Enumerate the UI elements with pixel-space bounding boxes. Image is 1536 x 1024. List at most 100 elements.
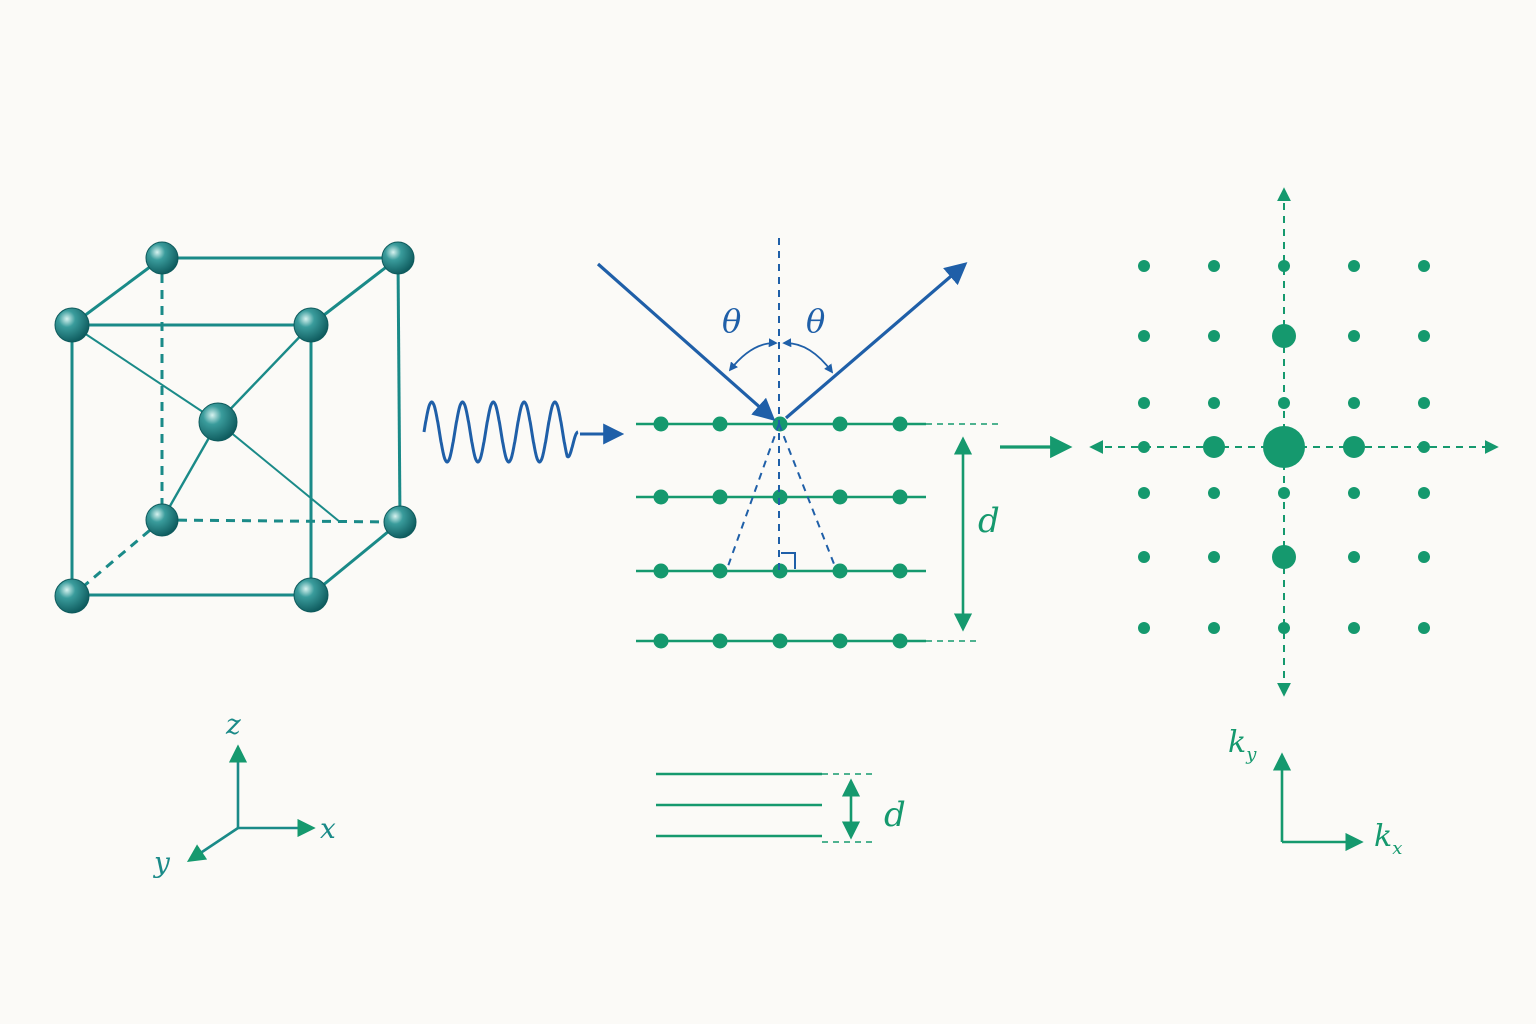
lattice-point: [832, 563, 848, 579]
lattice-point: [653, 563, 669, 579]
diffraction-spot: [1138, 397, 1150, 409]
axis-y-label: y: [152, 846, 171, 879]
lattice-point: [772, 563, 788, 579]
atom: [293, 577, 329, 613]
axis-z-label: z: [225, 708, 241, 741]
lattice-point: [653, 416, 669, 432]
theta-arc-left: [728, 338, 778, 372]
kx-label-sub: x: [1392, 838, 1402, 859]
diffraction-spot: [1138, 551, 1150, 563]
theta-arc-right: [782, 338, 834, 374]
atom: [54, 578, 90, 614]
axis-x-label: x: [320, 812, 336, 845]
diffraction-spot: [1418, 397, 1430, 409]
lattice-point: [712, 489, 728, 505]
sine-wave-arrow-icon: [422, 400, 625, 464]
diffraction-spot: [1348, 622, 1360, 634]
axis-y-arrow: [186, 826, 239, 863]
body-diagonal: [217, 324, 312, 423]
diffraction-spot: [1418, 487, 1430, 499]
diffraction-spot: [1348, 551, 1360, 563]
central-spot: [1263, 426, 1305, 468]
theta-left-label: θ: [722, 302, 741, 340]
diffraction-spot: [1418, 441, 1430, 453]
lattice-point: [892, 489, 908, 505]
spacing-label: d: [978, 501, 1000, 541]
atom: [383, 505, 417, 539]
diffraction-spot: [1208, 551, 1220, 563]
cell-edge-hidden: [71, 518, 163, 598]
diffraction-spot: [1418, 260, 1430, 272]
diffraction-spot: [1208, 397, 1220, 409]
lattice-point: [892, 563, 908, 579]
lattice-point: [712, 416, 728, 432]
spacing-inset: [656, 772, 872, 843]
body-diagonal: [217, 421, 341, 523]
lattice-point: [892, 633, 908, 649]
k-axes: [1272, 752, 1364, 852]
atoms: [54, 241, 417, 614]
diffraction-spot: [1278, 622, 1290, 634]
atom: [54, 307, 90, 343]
cell-edge: [310, 520, 401, 597]
kx-label-base: k: [1374, 819, 1392, 854]
unit-cell: [70, 256, 402, 598]
diffraction-spot: [1418, 622, 1430, 634]
diffraction-spot: [1348, 397, 1360, 409]
atom: [381, 241, 415, 275]
incident-ray: [596, 262, 776, 421]
diffraction-spots: [1138, 260, 1430, 634]
atom: [293, 307, 329, 343]
atom: [145, 241, 179, 275]
diffraction-spot: [1418, 551, 1430, 563]
cell-edge-hidden: [161, 518, 401, 524]
lattice-point: [892, 416, 908, 432]
diffraction-spot: [1272, 324, 1296, 348]
diffraction-spot: [1418, 330, 1430, 342]
bragg-planes: [636, 422, 1000, 643]
diffraction-spot: [1208, 622, 1220, 634]
diffraction-spot: [1278, 487, 1290, 499]
theta-right-label: θ: [806, 302, 825, 340]
diffraction-spot: [1138, 330, 1150, 342]
diffraction-spot: [1343, 436, 1365, 458]
ky-label-sub: y: [1245, 744, 1257, 765]
lattice-point: [653, 633, 669, 649]
cell-edge: [310, 256, 399, 327]
lattice-point: [832, 489, 848, 505]
cell-edge: [396, 257, 402, 523]
incident-wave: [422, 400, 579, 464]
kx-label: kx: [1374, 819, 1402, 859]
diffraction-spot: [1208, 260, 1220, 272]
diffraction-spot: [1203, 436, 1225, 458]
body-diagonal: [71, 324, 219, 423]
lattice-point: [712, 633, 728, 649]
cell-front-face: [70, 323, 313, 597]
inset-spacing-label: d: [884, 795, 906, 835]
diffraction-spot: [1348, 487, 1360, 499]
diffraction-spot: [1138, 487, 1150, 499]
lattice-point: [832, 416, 848, 432]
lattice-point: [772, 633, 788, 649]
diffraction-spot: [1348, 260, 1360, 272]
lattice-point: [832, 633, 848, 649]
atom: [145, 503, 179, 537]
lattice-point: [712, 563, 728, 579]
diffraction-spot: [1138, 441, 1150, 453]
diffraction-spot: [1272, 545, 1296, 569]
ky-label: ky: [1228, 725, 1257, 765]
diffraction-spot: [1208, 487, 1220, 499]
xyz-axes: [186, 744, 316, 863]
reflected-ray: [784, 262, 968, 420]
atom-center: [198, 402, 238, 442]
right-angle-marker-icon: [781, 552, 796, 569]
lattice-point: [772, 489, 788, 505]
diffraction-spot: [1278, 397, 1290, 409]
diffraction-spot: [1348, 330, 1360, 342]
lattice-point: [653, 489, 669, 505]
lattice-points: [653, 416, 908, 649]
diffraction-spot: [1208, 330, 1220, 342]
ky-label-base: k: [1228, 725, 1246, 760]
